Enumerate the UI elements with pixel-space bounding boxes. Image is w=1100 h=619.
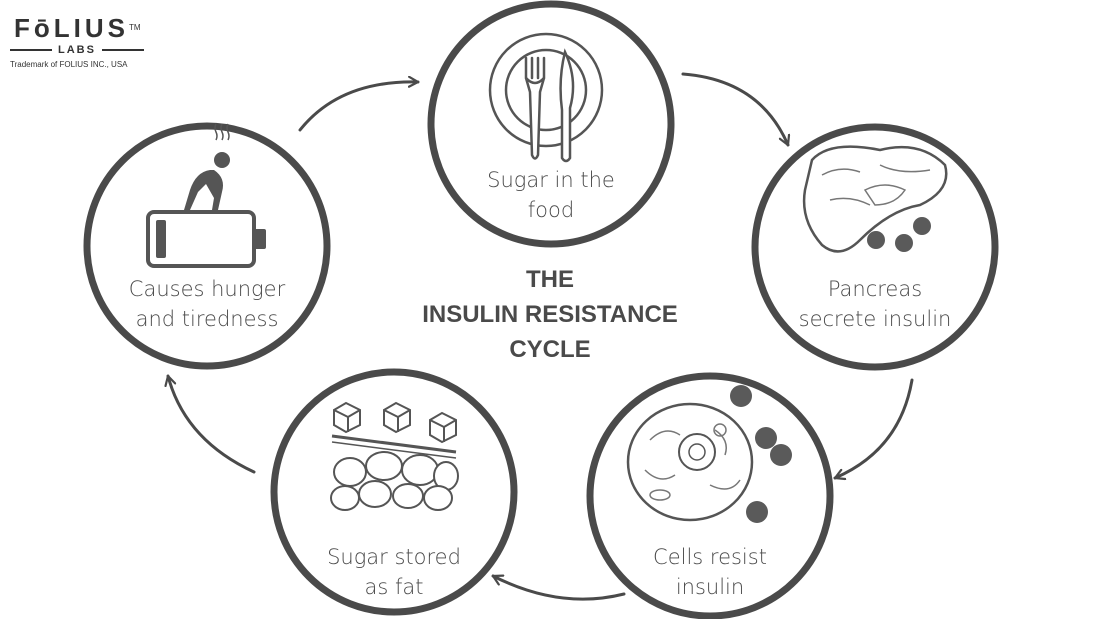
logo-sub: LABS (10, 44, 150, 56)
node-label-fat: Sugar stored as fat (294, 542, 494, 602)
arrow-pancreas-to-cells (833, 378, 914, 478)
pancreas-organ-icon (802, 145, 948, 253)
brand-logo: FōLIUSTM LABS Trademark of FOLIUS INC., … (10, 14, 150, 69)
cycle-arrows (168, 72, 914, 601)
node-circle-food (427, 0, 675, 248)
arrow-hunger-to-food (298, 82, 420, 132)
insulin-dot-cells-2 (755, 427, 777, 449)
insulin-dot-cells-4 (746, 501, 768, 523)
insulin-dot-2 (895, 234, 913, 252)
cell-icon (626, 385, 792, 523)
title-line-1: THE (526, 266, 574, 293)
tired-person-low-battery-icon (146, 123, 266, 268)
node-label-food-line1: Sugar in the (487, 168, 615, 192)
arrow-food-to-pancreas (681, 72, 788, 147)
node-label-cells: Cells resist insulin (610, 542, 810, 602)
arrow-cells-to-fat (491, 574, 626, 601)
node-label-pancreas-line1: Pancreas (827, 277, 923, 301)
node-label-fat-line2: as fat (364, 575, 424, 599)
logo-trademark: Trademark of FOLIUS INC., USA (10, 60, 128, 69)
node-label-hunger: Causes hunger and tiredness (102, 274, 312, 334)
node-label-hunger-line2: and tiredness (135, 307, 279, 331)
node-label-hunger-line1: Causes hunger (128, 277, 286, 301)
node-label-food-line2: food (527, 198, 575, 222)
logo-rule-left (10, 49, 52, 51)
arrow-fat-to-hunger (168, 374, 256, 474)
logo-brand-text: FōLIUS (14, 13, 129, 43)
plate-fork-knife-icon (488, 32, 604, 163)
node-label-food: Sugar in the food (451, 165, 651, 225)
node-label-pancreas: Pancreas secrete insulin (770, 274, 980, 334)
node-label-fat-line1: Sugar stored (327, 545, 461, 569)
diagram-title: THE INSULIN RESISTANCE CYCLE (395, 262, 705, 367)
insulin-dot-1 (867, 231, 885, 249)
sugar-cubes-fat-tissue-icon (330, 401, 459, 511)
title-line-3: CYCLE (509, 336, 591, 363)
logo-tm: TM (129, 23, 141, 32)
insulin-dot-3 (913, 217, 931, 235)
logo-sub-text: LABS (58, 44, 96, 56)
logo-rule-right (101, 49, 144, 51)
node-label-pancreas-line2: secrete insulin (798, 307, 952, 331)
node-label-cells-line2: insulin (675, 575, 745, 599)
insulin-dot-cells-1 (730, 385, 752, 407)
node-label-cells-line1: Cells resist (653, 545, 767, 569)
insulin-dot-cells-3 (770, 444, 792, 466)
title-line-2: INSULIN RESISTANCE (422, 301, 678, 328)
